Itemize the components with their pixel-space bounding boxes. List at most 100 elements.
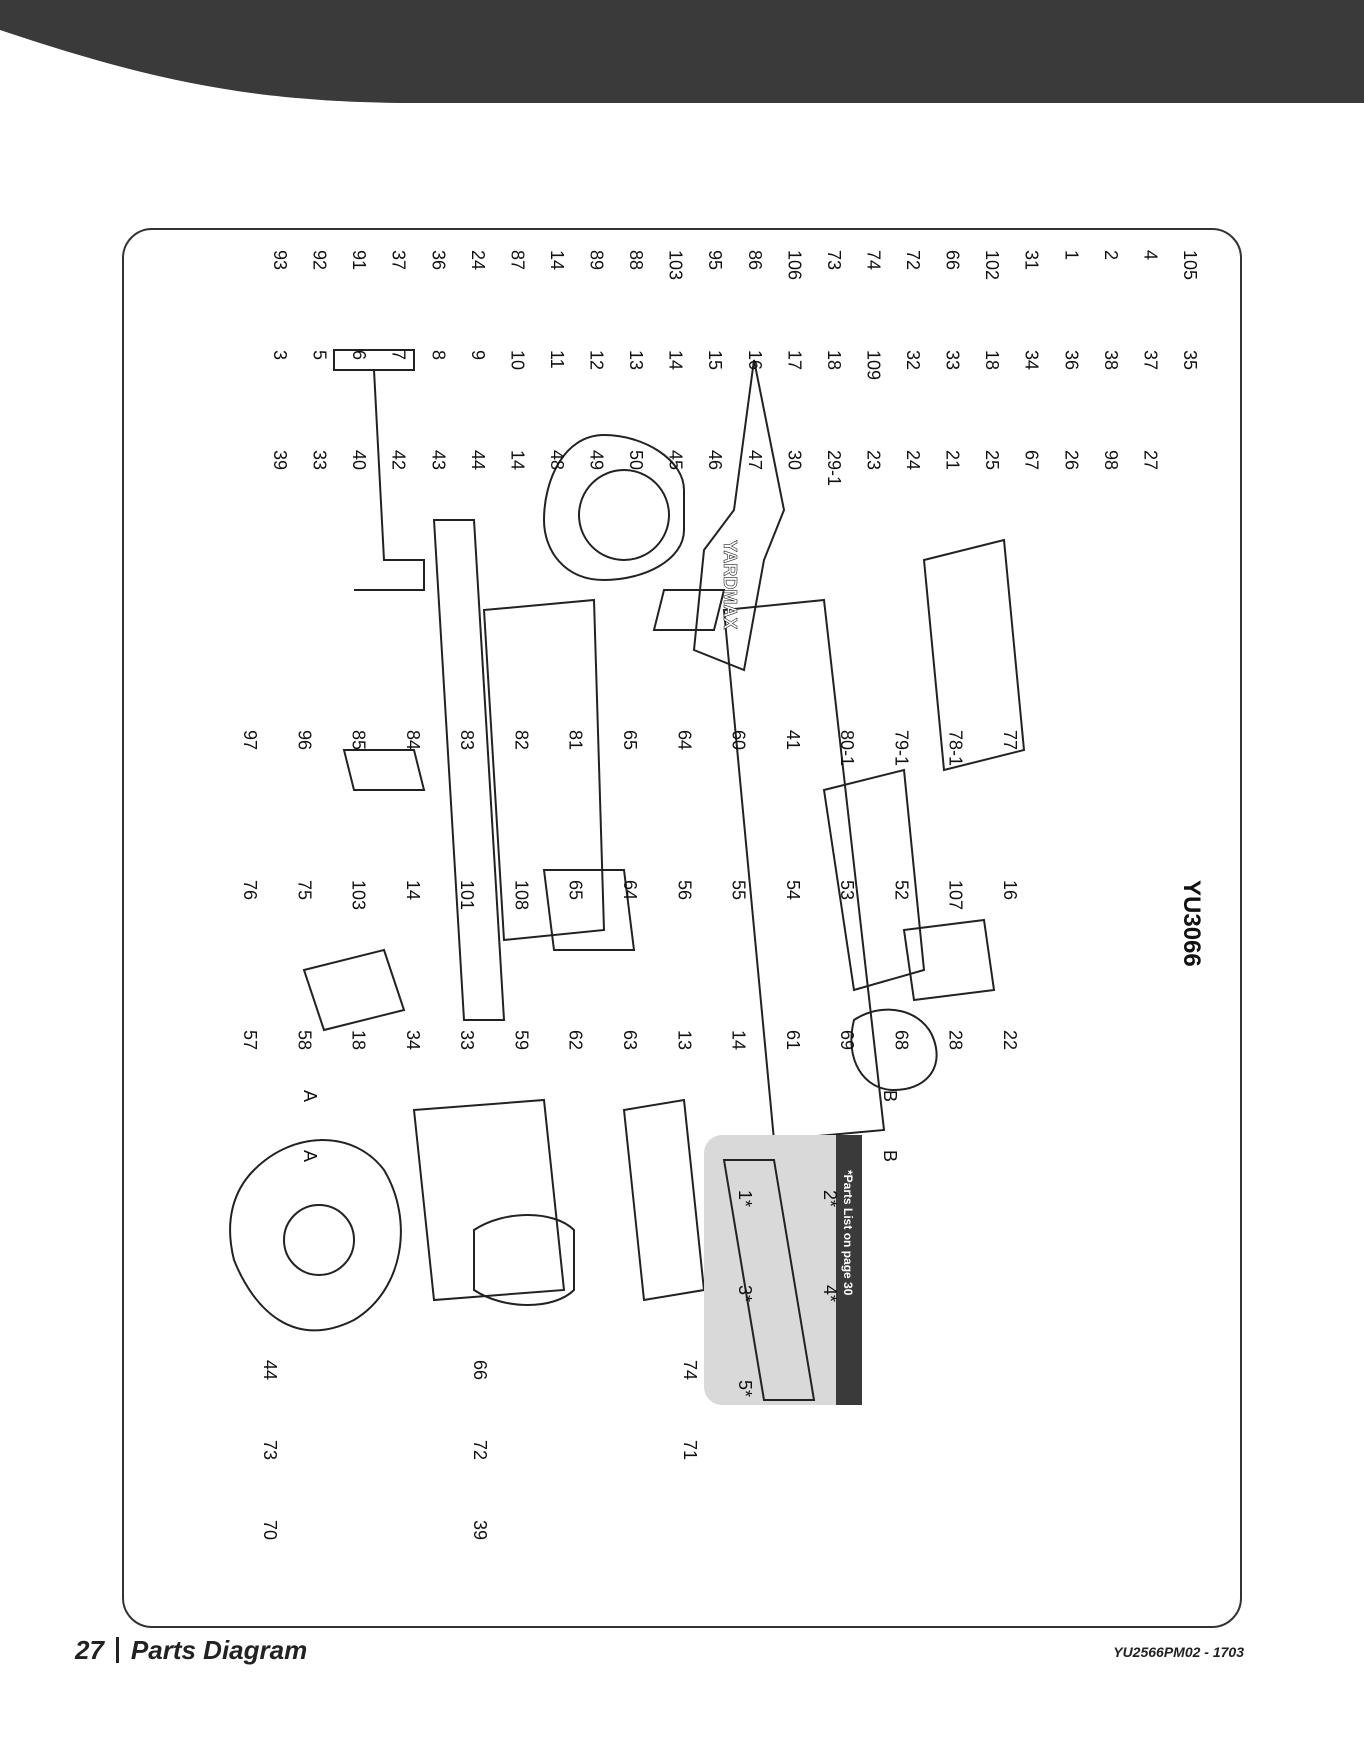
svg-text:44: 44 (260, 1360, 280, 1380)
part-label-upper-26: 6 (349, 350, 369, 360)
part-label-upper-12: 86 (745, 250, 765, 270)
svg-text:5: 5 (310, 350, 330, 360)
part-label-middle-31: 58 (294, 1030, 314, 1050)
part-label-upper-49: 33 (310, 450, 330, 470)
part-label-middle-33: 34 (403, 1030, 423, 1050)
part-label-upper-10: 103 (666, 250, 686, 280)
svg-text:14: 14 (403, 880, 423, 900)
svg-text:65: 65 (620, 730, 640, 750)
note-part-label-2: 3* (735, 1285, 755, 1302)
part-label-middle-26: 53 (837, 880, 857, 900)
svg-text:4: 4 (1140, 250, 1160, 260)
svg-text:13: 13 (674, 1030, 694, 1050)
svg-text:57: 57 (240, 1030, 260, 1050)
part-label-upper-41: 33 (943, 350, 963, 370)
svg-text:63: 63 (620, 1030, 640, 1050)
part-label-middle-34: 33 (457, 1030, 477, 1050)
connector-label-0: A (300, 1090, 320, 1102)
part-label-middle-8: 64 (674, 730, 694, 750)
svg-text:68: 68 (891, 1030, 911, 1050)
svg-text:62: 62 (566, 1030, 586, 1050)
part-label-middle-35: 59 (511, 1030, 531, 1050)
part-label-middle-38: 13 (674, 1030, 694, 1050)
svg-text:67: 67 (1022, 450, 1042, 470)
part-label-middle-16: 75 (294, 880, 314, 900)
svg-text:52: 52 (891, 880, 911, 900)
part-label-upper-64: 24 (903, 450, 923, 470)
svg-text:44: 44 (468, 450, 488, 470)
part-label-upper-32: 12 (587, 350, 607, 370)
svg-text:33: 33 (310, 450, 330, 470)
part-label-middle-3: 84 (403, 730, 423, 750)
svg-text:15: 15 (705, 350, 725, 370)
part-label-middle-1: 96 (294, 730, 314, 750)
svg-text:73: 73 (824, 250, 844, 270)
footer-separator (115, 1637, 119, 1663)
part-label-upper-2: 91 (349, 250, 369, 270)
svg-text:55: 55 (729, 880, 749, 900)
part-label-upper-62: 29-1 (824, 450, 844, 486)
part-label-upper-47: 35 (1180, 350, 1200, 370)
part-label-middle-19: 101 (457, 880, 477, 910)
svg-text:29-1: 29-1 (824, 450, 844, 486)
svg-text:18: 18 (824, 350, 844, 370)
svg-text:3: 3 (270, 350, 290, 360)
part-label-middle-15: 76 (240, 880, 260, 900)
note-part-label-3: 4* (820, 1285, 840, 1302)
svg-text:31: 31 (1022, 250, 1042, 270)
part-label-lower-7: 39 (470, 1520, 490, 1540)
part-label-middle-44: 22 (1000, 1030, 1020, 1050)
part-label-upper-19: 31 (1022, 250, 1042, 270)
svg-text:14: 14 (547, 250, 567, 270)
part-label-middle-7: 65 (620, 730, 640, 750)
connector-label-3: B (880, 1150, 900, 1162)
svg-text:1*: 1* (735, 1190, 755, 1207)
svg-text:B: B (880, 1150, 900, 1162)
svg-text:39: 39 (470, 1520, 490, 1540)
svg-text:40: 40 (349, 450, 369, 470)
svg-text:25: 25 (982, 450, 1002, 470)
svg-text:66: 66 (470, 1360, 490, 1380)
part-label-lower-2: 74 (680, 1360, 700, 1380)
svg-text:50: 50 (626, 450, 646, 470)
svg-text:58: 58 (294, 1030, 314, 1050)
part-label-upper-9: 88 (626, 250, 646, 270)
part-label-middle-20: 108 (511, 880, 531, 910)
svg-text:5*: 5* (735, 1380, 755, 1397)
svg-text:14: 14 (666, 350, 686, 370)
svg-text:98: 98 (1101, 450, 1121, 470)
note-part-label-0: 1* (735, 1190, 755, 1207)
part-label-upper-68: 26 (1061, 450, 1081, 470)
svg-text:23: 23 (864, 450, 884, 470)
svg-text:16: 16 (745, 350, 765, 370)
svg-text:7: 7 (389, 350, 409, 360)
part-label-middle-43: 28 (946, 1030, 966, 1050)
part-label-middle-0: 97 (240, 730, 260, 750)
part-label-upper-27: 7 (389, 350, 409, 360)
connector-label-2: A (300, 1150, 320, 1162)
svg-text:2: 2 (1101, 250, 1121, 260)
part-label-upper-14: 73 (824, 250, 844, 270)
svg-text:83: 83 (457, 730, 477, 750)
part-label-upper-52: 43 (428, 450, 448, 470)
svg-text:32: 32 (903, 350, 923, 370)
svg-text:73: 73 (260, 1440, 280, 1460)
svg-text:18: 18 (349, 1030, 369, 1050)
part-label-middle-36: 62 (566, 1030, 586, 1050)
parts-note-panel: *Parts List on page 30 (704, 1135, 862, 1405)
svg-text:97: 97 (240, 730, 260, 750)
part-label-upper-59: 46 (705, 450, 725, 470)
svg-text:65: 65 (566, 880, 586, 900)
svg-text:41: 41 (783, 730, 803, 750)
part-label-upper-63: 23 (864, 450, 884, 470)
part-label-upper-58: 45 (666, 450, 686, 470)
svg-text:46: 46 (705, 450, 725, 470)
svg-text:72: 72 (470, 1440, 490, 1460)
svg-text:69: 69 (837, 1030, 857, 1050)
part-label-upper-54: 14 (507, 450, 527, 470)
svg-text:106: 106 (784, 250, 804, 280)
svg-text:95: 95 (705, 250, 725, 270)
part-label-middle-2: 85 (349, 730, 369, 750)
part-label-upper-67: 67 (1022, 450, 1042, 470)
